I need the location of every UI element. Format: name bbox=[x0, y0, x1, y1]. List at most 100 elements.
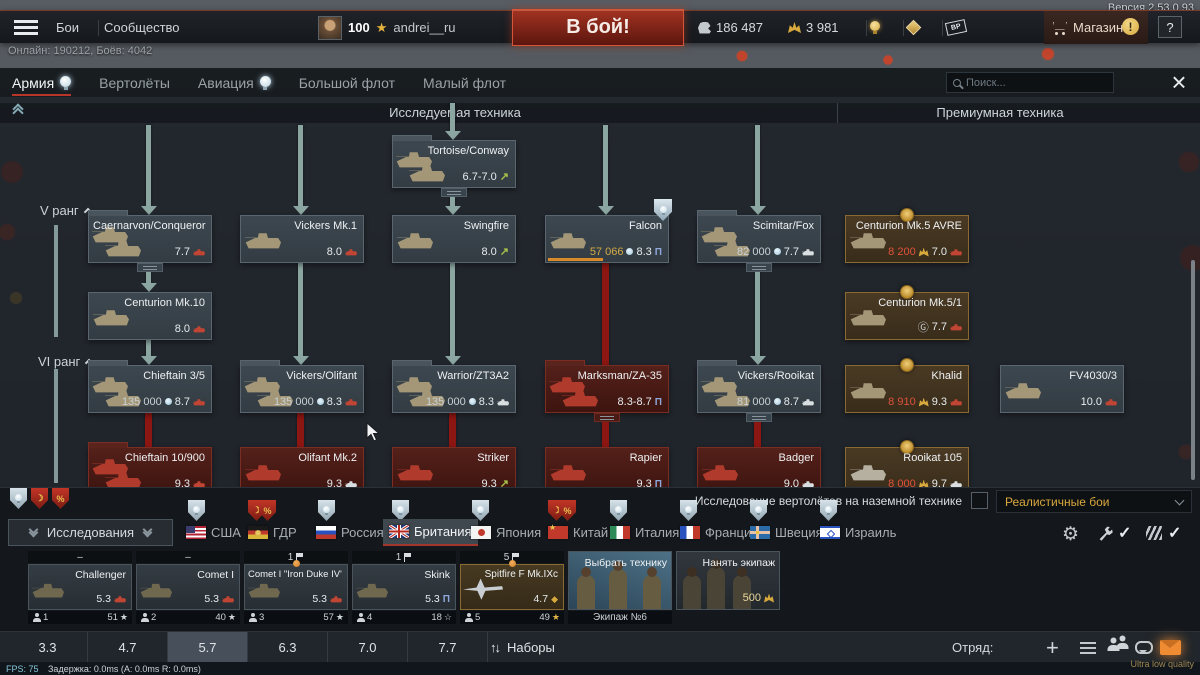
player-avatar[interactable] bbox=[318, 15, 342, 40]
nation-tab-russia[interactable]: Россия bbox=[310, 519, 390, 546]
crew5-vehicle-card[interactable]: Spitfire F Mk.IXc 4.7 bbox=[460, 564, 564, 610]
research-button[interactable]: Исследования bbox=[8, 519, 173, 546]
vehicle-card-swingfire[interactable]: Swingfire 8.0 bbox=[392, 215, 516, 263]
player-info[interactable]: 100 andrei__ru bbox=[318, 11, 456, 44]
br-filter-7-0[interactable]: 7.0 bbox=[328, 632, 408, 663]
gear-icon[interactable] bbox=[1062, 523, 1079, 546]
battle-pass-icon[interactable]: BP bbox=[944, 19, 968, 36]
br-filter-4-7[interactable]: 4.7 bbox=[88, 632, 168, 663]
menu-community[interactable]: Сообщество bbox=[104, 20, 180, 35]
crew1-vehicle-card[interactable]: Challenger 5.3 bbox=[28, 564, 132, 610]
search-box[interactable] bbox=[946, 72, 1114, 93]
vehicle-card-tortoise-conway[interactable]: Tortoise/Conway 6.7-7.0 bbox=[392, 135, 516, 197]
crew2-top-tab[interactable]: – bbox=[136, 551, 240, 563]
search-input[interactable] bbox=[966, 76, 1108, 89]
br-filter-3-3[interactable]: 3.3 bbox=[8, 632, 88, 663]
vehicle-card-badger[interactable]: Badger 9.0 bbox=[697, 447, 821, 487]
game-mode-dropdown[interactable]: Реалистичные бои bbox=[996, 490, 1192, 513]
vehicle-card-caernarvon-conqueror[interactable]: Caernarvon/Conqueror 7.7 bbox=[88, 210, 212, 272]
nation-tab-japan[interactable]: Япония bbox=[465, 519, 547, 546]
select-vehicle-card[interactable]: Выбрать технику bbox=[568, 551, 672, 610]
heli-research-checkbox[interactable] bbox=[971, 492, 988, 509]
tree-scrollbar[interactable] bbox=[1191, 260, 1195, 480]
vehicle-card-vickers-mk1[interactable]: Vickers Mk.1 8.0 bbox=[240, 215, 364, 263]
crew5-top-tab[interactable]: 5 bbox=[460, 551, 564, 563]
contacts-icon[interactable] bbox=[1106, 635, 1130, 656]
expand-group-button[interactable] bbox=[137, 263, 163, 272]
br-filter-7-7[interactable]: 7.7 bbox=[408, 632, 488, 663]
vehicle-card-fv4030-3[interactable]: FV4030/3 10.0 bbox=[1000, 365, 1124, 413]
menu-battles[interactable]: Бои bbox=[56, 20, 80, 35]
mail-icon[interactable] bbox=[1160, 640, 1181, 655]
nation-tab-gdr[interactable]: ГДР bbox=[242, 519, 303, 546]
expand-group-button[interactable] bbox=[441, 188, 467, 197]
crew3-vehicle-card[interactable]: Comet I "Iron Duke IV" 5.3 bbox=[244, 564, 348, 610]
vehicle-card-centurion-mk10[interactable]: Centurion Mk.10 8.0 bbox=[88, 292, 212, 340]
rank-v-label[interactable]: V ранг bbox=[40, 203, 92, 218]
hire-crew-card[interactable]: Нанять экипаж 500 bbox=[676, 551, 780, 610]
to-battle-button[interactable]: В бой! bbox=[512, 9, 684, 46]
rank-vi-label[interactable]: VI ранг bbox=[38, 354, 94, 369]
vehicle-card-marksman-za35[interactable]: Marksman/ZA-35 8.3-8.7 bbox=[545, 360, 669, 422]
premium-medal-icon bbox=[900, 440, 914, 454]
nation-tab-sweden[interactable]: Швеция bbox=[744, 519, 829, 546]
tab-helicopters[interactable]: Вертолёты bbox=[99, 74, 170, 91]
vehicle-card-chieftain-10-900[interactable]: Chieftain 10/900 9.3 bbox=[88, 442, 212, 487]
hamburger-menu-icon[interactable] bbox=[14, 20, 38, 35]
tab-aviation[interactable]: Авиация bbox=[198, 68, 271, 97]
expand-group-button[interactable] bbox=[746, 263, 772, 272]
vehicle-card-striker[interactable]: Striker 9.3 bbox=[392, 447, 516, 487]
vehicle-card-olifant-mk2[interactable]: Olifant Mk.2 9.3 bbox=[240, 447, 364, 487]
vehicle-card-rapier[interactable]: Rapier 9.3 bbox=[545, 447, 669, 487]
br-filter-6-3[interactable]: 6.3 bbox=[248, 632, 328, 663]
vehicle-class-icon bbox=[497, 399, 509, 406]
nation-tab-china[interactable]: Китай bbox=[542, 519, 614, 546]
shop-button[interactable]: Магазин bbox=[1044, 11, 1148, 44]
golden-eagles-balance[interactable]: 3 981 bbox=[788, 20, 839, 35]
tab-small-fleet[interactable]: Малый флот bbox=[423, 74, 507, 91]
expand-group-button[interactable] bbox=[594, 413, 620, 422]
crew3-top-tab[interactable]: 1 bbox=[244, 551, 348, 563]
italy-flag-icon bbox=[610, 526, 630, 539]
nation-tab-italy[interactable]: Италия bbox=[604, 519, 685, 546]
camo-icon[interactable] bbox=[1146, 526, 1162, 540]
repair-wrench-icon[interactable] bbox=[1099, 526, 1113, 541]
crew4-top-tab[interactable]: 1 bbox=[352, 551, 456, 563]
nation-tab-usa[interactable]: США bbox=[180, 519, 247, 546]
shop-alert-badge[interactable]: ! bbox=[1122, 18, 1139, 35]
help-button[interactable]: ? bbox=[1158, 16, 1182, 38]
research-bulb-icon[interactable] bbox=[870, 21, 880, 34]
nation-tab-israel[interactable]: Израиль bbox=[814, 519, 902, 546]
crew4-vehicle-card[interactable]: Skink 5.3 bbox=[352, 564, 456, 610]
br-filter-5-7[interactable]: 5.7 bbox=[168, 632, 248, 663]
tab-big-fleet[interactable]: Большой флот bbox=[298, 74, 396, 91]
tab-army[interactable]: Армия bbox=[12, 68, 72, 97]
expand-group-button[interactable] bbox=[746, 413, 772, 422]
crew2-vehicle-card[interactable]: Comet I 5.3 bbox=[136, 564, 240, 610]
nation-tab-britain[interactable]: Британия bbox=[383, 519, 478, 546]
crew1-top-tab[interactable]: – bbox=[28, 551, 132, 563]
crew-icon bbox=[356, 613, 365, 622]
premium-crystal-icon[interactable] bbox=[905, 19, 922, 36]
close-icon[interactable] bbox=[1162, 65, 1196, 99]
research-progress-bar bbox=[548, 258, 603, 261]
battle-log-icon[interactable] bbox=[1080, 642, 1096, 654]
silver-lions-balance[interactable]: 186 487 bbox=[698, 20, 763, 35]
collapse-tree-button[interactable] bbox=[12, 103, 24, 119]
squad-add-button[interactable] bbox=[1046, 632, 1059, 663]
nation-tab-france[interactable]: Франция bbox=[674, 519, 764, 546]
auto-camo-checkmark[interactable] bbox=[1168, 523, 1181, 543]
sets-button[interactable]: Наборы bbox=[490, 632, 555, 663]
chat-icon[interactable] bbox=[1135, 637, 1153, 654]
auto-repair-checkmark[interactable] bbox=[1118, 523, 1131, 543]
